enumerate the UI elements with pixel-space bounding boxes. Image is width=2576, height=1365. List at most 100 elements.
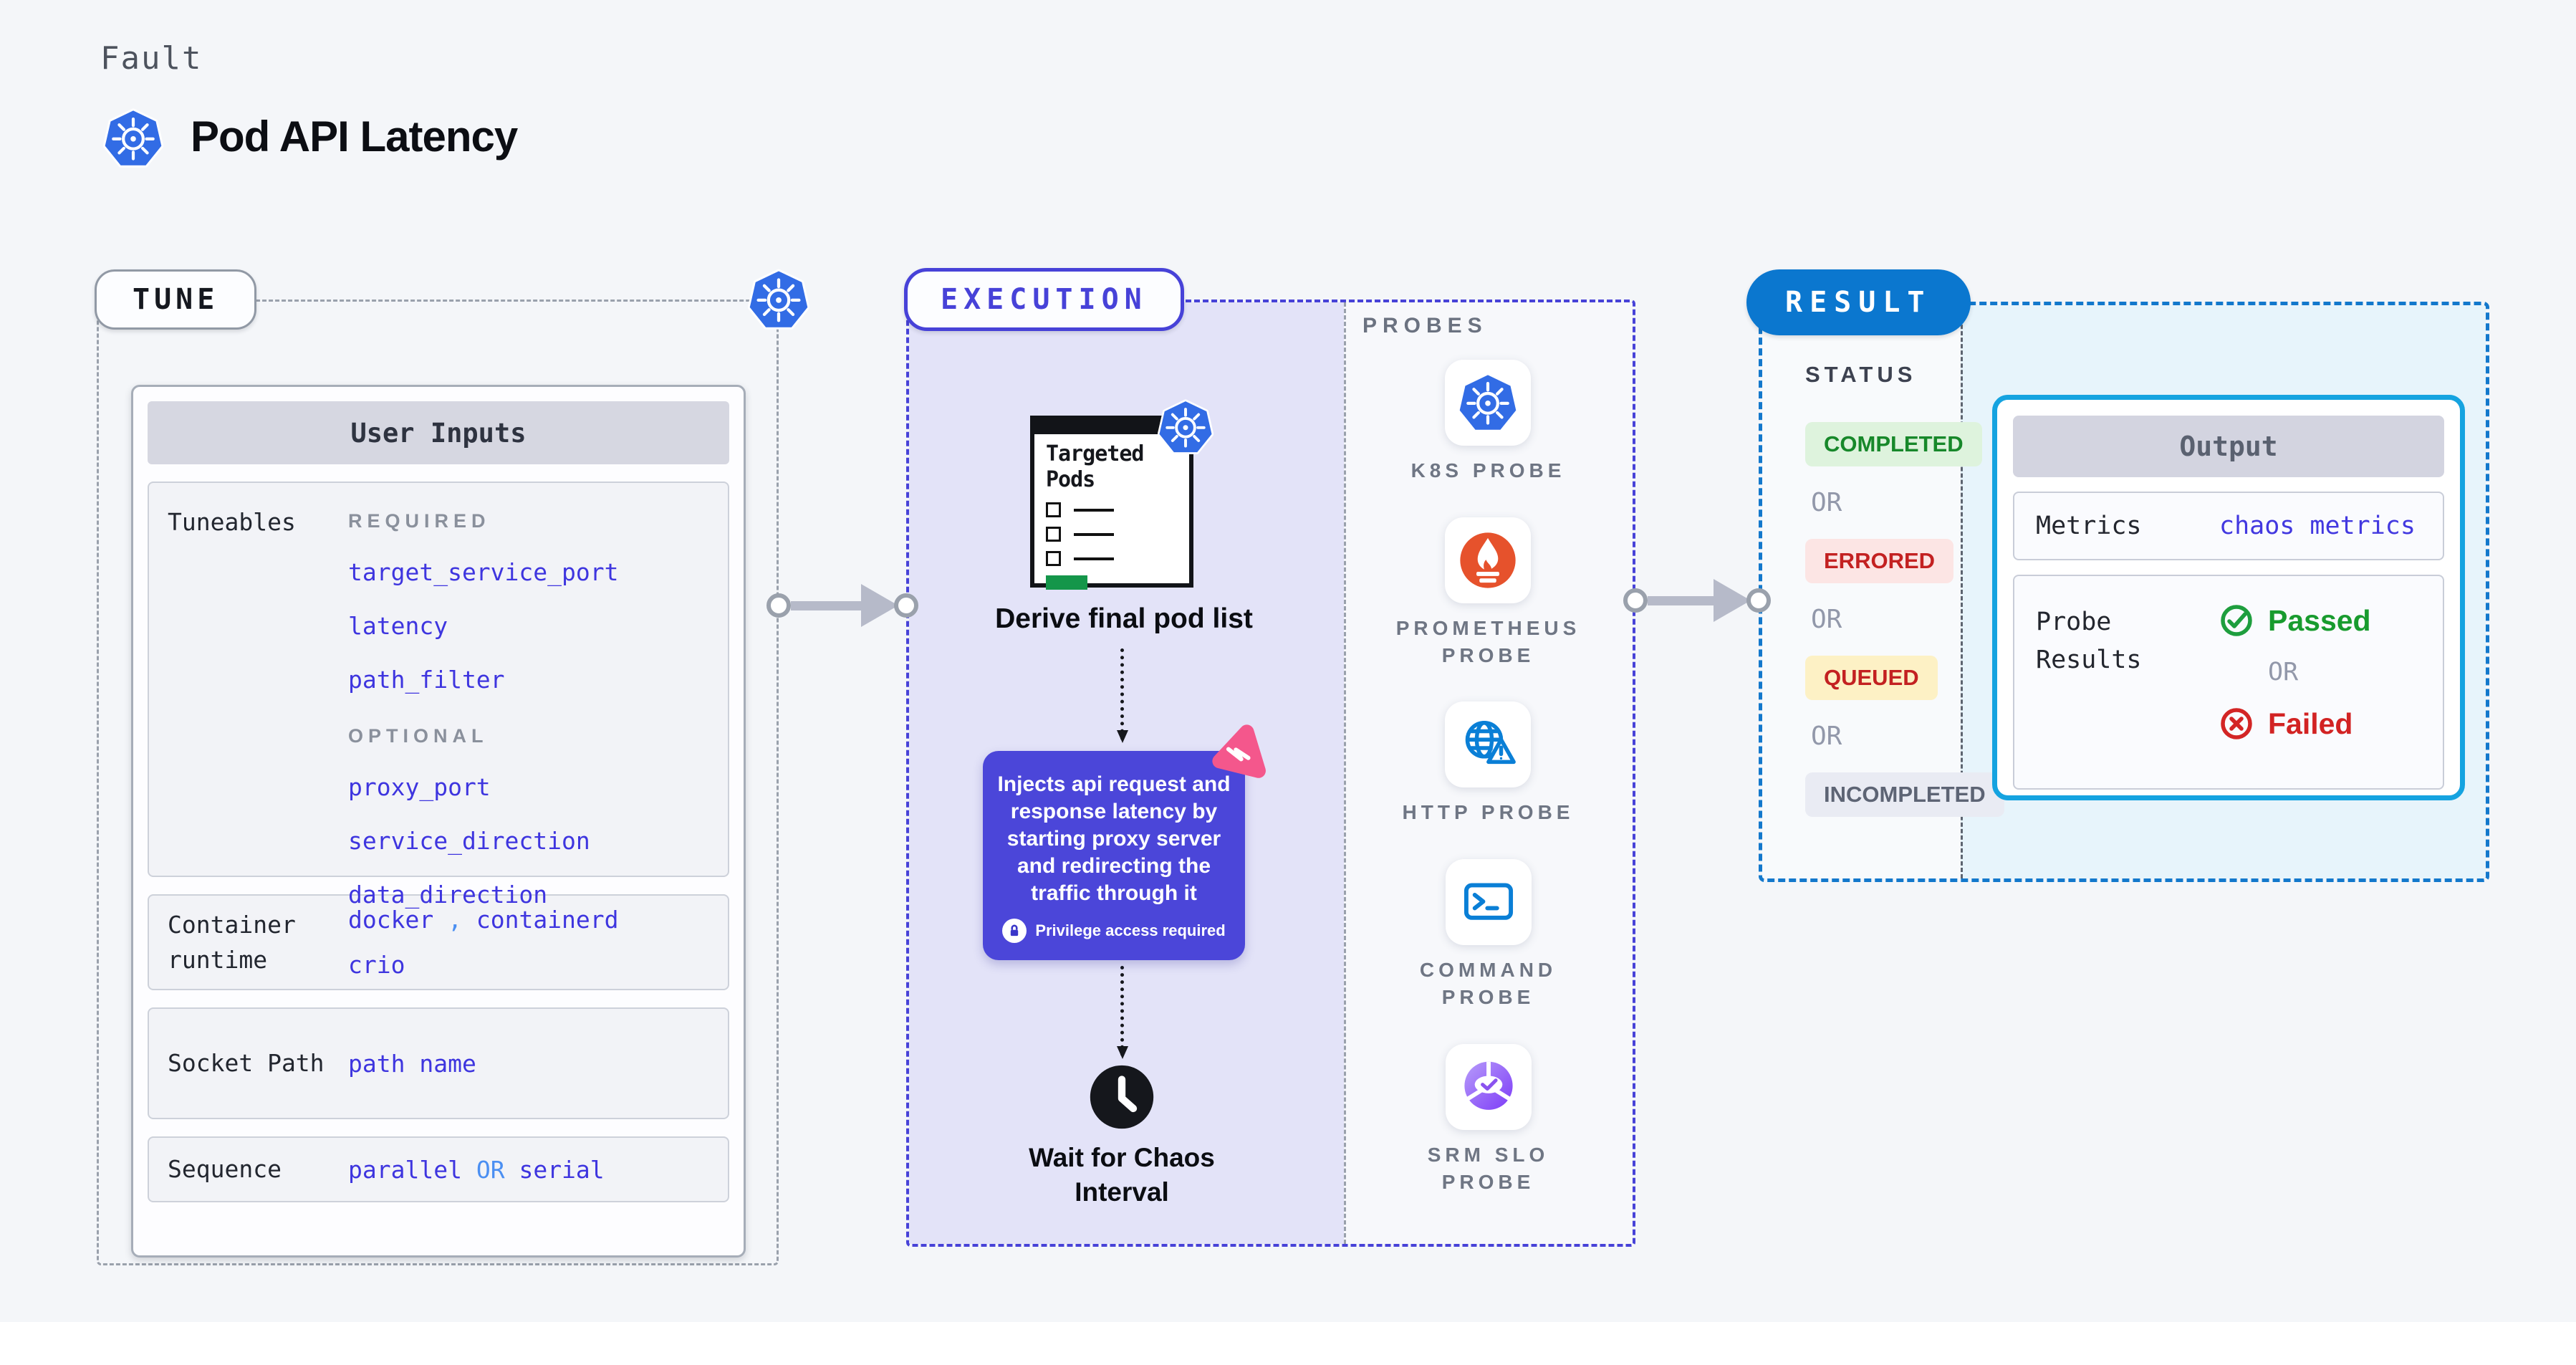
globe-warning-icon bbox=[1445, 701, 1532, 788]
tuneable-param: service_direction bbox=[348, 827, 590, 855]
tuneables-label: Tuneables bbox=[168, 508, 296, 536]
probe-label-line: COMMAND bbox=[1419, 959, 1557, 982]
kubernetes-icon bbox=[1158, 398, 1213, 456]
or-separator: OR bbox=[2268, 658, 2299, 686]
probe-label-line: SRM SLO bbox=[1427, 1143, 1549, 1166]
connector-dot bbox=[766, 593, 791, 618]
flow-down-arrow bbox=[1117, 966, 1128, 1059]
tuneables-row: Tuneables REQUIRED target_service_port l… bbox=[148, 482, 729, 909]
probe-label-line: K8S PROBE bbox=[1410, 459, 1566, 482]
status-heading: STATUS bbox=[1805, 362, 1917, 387]
kubernetes-icon bbox=[1445, 360, 1532, 446]
probes-panel-label: PROBES bbox=[1363, 314, 1488, 337]
sequence-option: parallel bbox=[348, 1155, 462, 1184]
container-runtime-label: Container runtime bbox=[168, 910, 296, 974]
runtime-value: containerd bbox=[476, 906, 619, 934]
socket-path-value: path name bbox=[348, 1049, 476, 1078]
arrow-shaft bbox=[791, 600, 861, 610]
status-badge: INCOMPLETED bbox=[1805, 772, 2004, 817]
metrics-label: Metrics bbox=[2036, 511, 2142, 540]
progress-bar bbox=[1046, 575, 1087, 590]
probe-item: HTTP PROBE bbox=[1403, 701, 1575, 826]
pod-list-item bbox=[1046, 551, 1178, 566]
probe-label: SRM SLO PROBE bbox=[1428, 1141, 1549, 1196]
metrics-value: chaos metrics bbox=[2219, 512, 2416, 540]
chaos-arrow-icon bbox=[1204, 720, 1274, 790]
kubernetes-icon bbox=[103, 107, 163, 169]
output-card: Output Metrics chaos metrics Probe Resul… bbox=[1992, 395, 2465, 800]
status-badge: ERRORED bbox=[1805, 539, 1954, 583]
tune-section-box bbox=[97, 300, 779, 1265]
execution-section-pill: EXECUTION bbox=[904, 268, 1184, 331]
passed-text: Passed bbox=[2268, 603, 2371, 637]
kubernetes-icon bbox=[748, 268, 809, 331]
sequence-or: OR bbox=[476, 1155, 505, 1184]
inject-description-text: Injects api request and response latency… bbox=[997, 772, 1231, 906]
probe-label: HTTP PROBE bbox=[1403, 799, 1575, 826]
arrow-head bbox=[1714, 579, 1751, 622]
tuneable-param: latency bbox=[348, 612, 448, 640]
passed-result: Passed bbox=[2219, 603, 2371, 638]
pod-line bbox=[1074, 508, 1114, 512]
tuneable-param: proxy_port bbox=[348, 773, 491, 801]
sequence-label: Sequence bbox=[168, 1155, 282, 1184]
privilege-note: Privilege access required bbox=[996, 919, 1232, 944]
container-runtime-row: Container runtime docker , containerd cr… bbox=[148, 894, 729, 990]
probe-item: SRM SLO PROBE bbox=[1428, 1043, 1549, 1196]
prometheus-icon bbox=[1445, 517, 1532, 603]
arrow-shaft bbox=[1648, 595, 1714, 605]
checkbox-icon bbox=[1046, 527, 1061, 542]
connector-dot bbox=[1746, 588, 1771, 613]
probe-label-line: PROBE bbox=[1441, 985, 1535, 1008]
clock-icon bbox=[1088, 1063, 1155, 1131]
arrow-head bbox=[861, 584, 898, 627]
failed-text: Failed bbox=[2268, 707, 2353, 740]
pod-list-item bbox=[1046, 527, 1178, 542]
privilege-note-text: Privilege access required bbox=[1035, 921, 1226, 940]
sequence-value: parallel OR serial bbox=[348, 1156, 728, 1184]
probe-label-line: PROBE bbox=[1441, 1170, 1535, 1193]
status-badge: QUEUED bbox=[1805, 656, 1938, 700]
probe-label-line: PROBE bbox=[1441, 643, 1535, 666]
probe-label-line: HTTP PROBE bbox=[1402, 801, 1575, 824]
socket-path-row: Socket Path path name bbox=[148, 1007, 729, 1119]
tuneable-param: data_direction bbox=[348, 881, 548, 909]
tuneable-param: path_filter bbox=[348, 666, 505, 694]
output-header: Output bbox=[2013, 416, 2444, 477]
page-title: Pod API Latency bbox=[191, 112, 518, 161]
connector-dot bbox=[1623, 588, 1648, 613]
or-separator: OR bbox=[1811, 488, 1842, 517]
derive-pod-list-caption: Derive final pod list bbox=[995, 603, 1253, 634]
probe-item: K8S PROBE bbox=[1411, 360, 1566, 484]
probe-results-row: Probe Results Passed OR Failed bbox=[2013, 575, 2444, 790]
pie-check-icon bbox=[1445, 1043, 1532, 1130]
pod-list-item bbox=[1046, 502, 1178, 517]
optional-group-label: OPTIONAL bbox=[348, 725, 489, 747]
or-separator: OR bbox=[1811, 605, 1842, 634]
failed-result: Failed bbox=[2219, 707, 2371, 741]
probe-label-line: PROMETHEUS bbox=[1395, 616, 1581, 639]
runtime-value: docker bbox=[348, 906, 434, 934]
execution-to-result-arrow bbox=[1623, 575, 1771, 626]
sequence-row: Sequence parallel OR serial bbox=[148, 1136, 729, 1202]
wait-chaos-caption: Wait for Chaos Interval bbox=[1029, 1143, 1215, 1207]
tune-section-pill: TUNE bbox=[95, 269, 257, 330]
pod-line bbox=[1074, 557, 1114, 560]
runtime-separator: , bbox=[448, 906, 462, 934]
checkbox-icon bbox=[1046, 551, 1061, 566]
tune-to-execution-arrow bbox=[766, 580, 918, 631]
runtime-value: crio bbox=[348, 951, 405, 979]
probe-label: K8S PROBE bbox=[1411, 457, 1566, 484]
required-group-label: REQUIRED bbox=[348, 510, 491, 532]
x-circle-icon bbox=[2219, 707, 2254, 741]
checkbox-icon bbox=[1046, 502, 1061, 517]
targeted-pods-title: Targeted Pods bbox=[1046, 441, 1145, 492]
probe-label: COMMAND PROBE bbox=[1420, 957, 1557, 1011]
tuneable-param: target_service_port bbox=[348, 558, 619, 586]
sequence-option: serial bbox=[519, 1155, 605, 1184]
probe-item: COMMAND PROBE bbox=[1420, 859, 1557, 1011]
inject-description-card: Injects api request and response latency… bbox=[983, 751, 1245, 960]
user-inputs-header: User Inputs bbox=[148, 401, 729, 464]
bottom-band bbox=[0, 1322, 2576, 1365]
